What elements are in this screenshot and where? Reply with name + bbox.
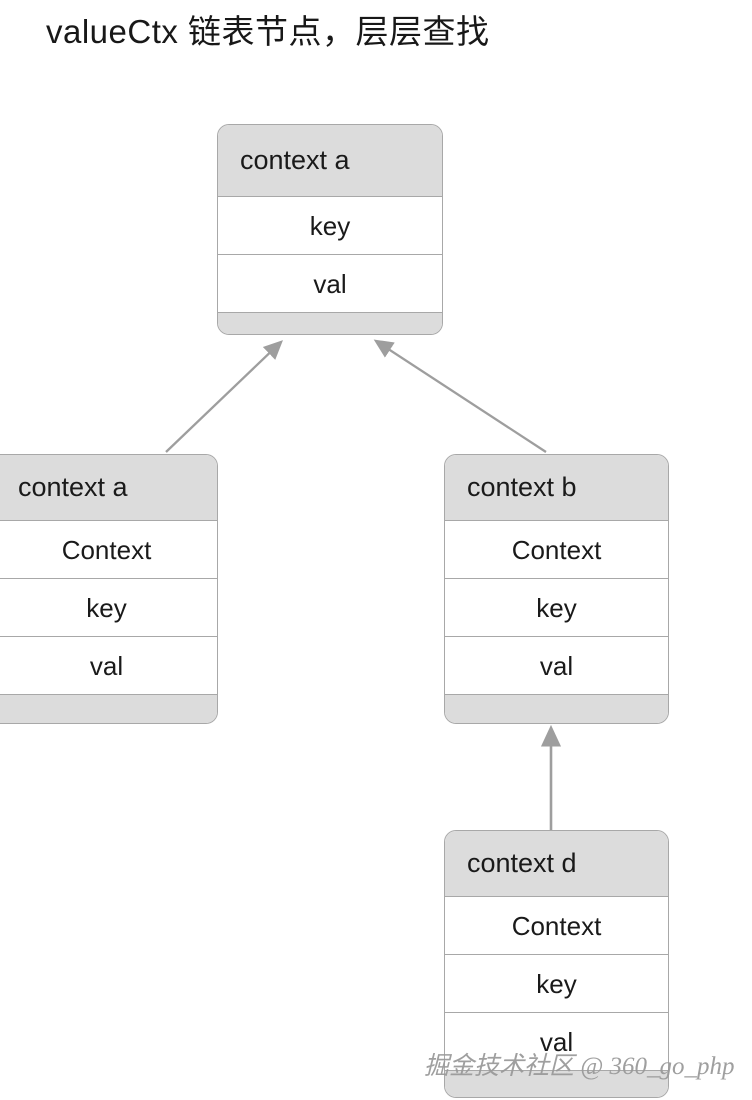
node-row-key: key (218, 197, 442, 255)
node-header: context d (445, 831, 668, 897)
node-row-val: val (445, 1013, 668, 1071)
node-row-val: val (0, 637, 217, 695)
node-row-context: Context (445, 521, 668, 579)
edge-left-to-top (165, 340, 283, 453)
node-row-context: Context (445, 897, 668, 955)
node-footer (445, 695, 668, 723)
node-context-a-left[interactable]: context a Context key val (0, 454, 218, 724)
node-row-val: val (445, 637, 668, 695)
node-header: context a (218, 125, 442, 197)
page-title: valueCtx 链表节点，层层查找 (46, 13, 490, 50)
node-header: context b (445, 455, 668, 521)
node-footer (445, 1071, 668, 1097)
node-context-a-top[interactable]: context a key val (217, 124, 443, 335)
node-footer (0, 695, 217, 723)
node-row-val: val (218, 255, 442, 313)
node-row-key: key (445, 579, 668, 637)
watermark: 掘金技术社区 @ 360_go_php (424, 1053, 735, 1080)
node-context-d[interactable]: context d Context key val (444, 830, 669, 1098)
node-row-key: key (0, 579, 217, 637)
node-footer (218, 313, 442, 334)
node-header: context a (0, 455, 217, 521)
node-row-key: key (445, 955, 668, 1013)
node-context-b[interactable]: context b Context key val (444, 454, 669, 724)
edge-b-to-top (373, 339, 547, 453)
node-row-context: Context (0, 521, 217, 579)
